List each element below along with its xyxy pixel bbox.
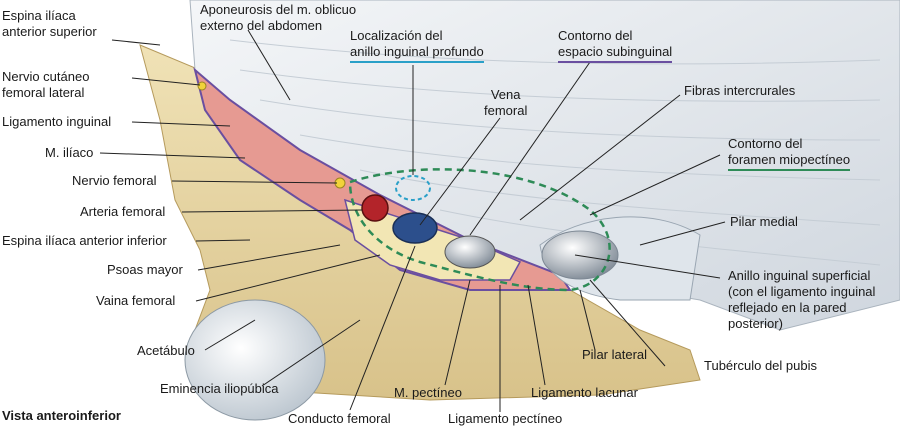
label-myopectineal-foramen: Contorno del foramen miopectíneo	[728, 136, 851, 171]
label-lateral-crus: Pilar lateral	[582, 347, 648, 362]
label-pectineal-ligament: Ligamento pectíneo	[448, 411, 563, 426]
label-femoral-sheath: Vaina femoral	[96, 293, 176, 308]
myopectineal-foramen-outline	[348, 168, 611, 292]
femoral-artery	[361, 194, 389, 222]
label-inguinal-ligament: Ligamento inguinal	[2, 114, 112, 129]
acetabulum	[184, 299, 326, 421]
label-femoral-nerve: Nervio femoral	[72, 173, 157, 188]
label-subinguinal-space: Contorno del espacio subinguinal	[558, 28, 673, 63]
lateral-cutaneous-nerve	[197, 81, 207, 91]
label-superficial-inguinal-ring: Anillo inguinal superficial (con el liga…	[728, 268, 876, 331]
label-psoas-major: Psoas mayor	[107, 262, 183, 277]
label-anterior-inferior-iliac-spine: Espina ilíaca anterior inferior	[2, 233, 167, 248]
label-lacunar-ligament: Ligamento lacunar	[531, 385, 638, 400]
label-iliopubic-eminence: Eminencia iliopúbica	[160, 381, 279, 396]
label-pectineus: M. pectíneo	[394, 385, 462, 400]
femoral-vein	[392, 212, 438, 244]
superficial-ring	[541, 230, 619, 280]
deep-ring-outline	[395, 175, 431, 201]
label-intercrural-fibers: Fibras intercrurales	[684, 83, 796, 98]
label-pubic-tubercle: Tubérculo del pubis	[704, 358, 817, 373]
label-femoral-canal: Conducto femoral	[288, 411, 391, 426]
label-deep-inguinal-ring: Localización del anillo inguinal profund…	[350, 28, 484, 63]
label-femoral-artery: Arteria femoral	[80, 204, 166, 219]
label-medial-crus: Pilar medial	[730, 214, 798, 229]
figure-caption: Vista anteroinferior	[2, 408, 121, 423]
label-acetabulum: Acetábulo	[137, 343, 195, 358]
leader-lines	[99, 29, 726, 412]
label-iliacus: M. ilíaco	[45, 145, 94, 160]
femoral-canal	[444, 235, 496, 269]
